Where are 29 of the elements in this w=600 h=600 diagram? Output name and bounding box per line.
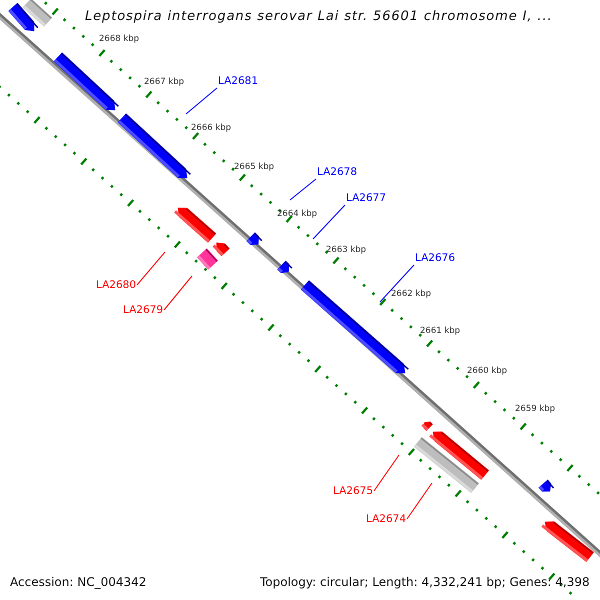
gene-label: LA2681 (218, 75, 258, 88)
scale-label: 2659 kbp (515, 404, 556, 414)
scale-label: 2661 kbp (420, 326, 460, 336)
map-title: Leptospira interrogans serovar Lai str. 56601 chromosome I, ... (85, 9, 553, 24)
gene-label: LA2676 (415, 252, 455, 265)
gene-label: LA2680 (96, 279, 136, 292)
leader-line (406, 482, 432, 520)
leader-line (312, 204, 346, 240)
scale-label: 2662 kbp (391, 289, 432, 299)
accession-text: Accession: NC_004342 (10, 575, 146, 589)
leader-line (136, 252, 166, 286)
scale-label: 2666 kbp (191, 123, 232, 133)
scale-label: 2660 kbp (467, 366, 508, 376)
scale-label: 2667 kbp (144, 77, 184, 87)
leader-line (374, 454, 400, 492)
gene-label: LA2675 (333, 485, 373, 498)
gene-label: LA2677 (346, 192, 386, 205)
gene-label: LA2678 (317, 166, 357, 179)
scale-label: 2665 kbp (234, 162, 274, 172)
leader-line (164, 276, 192, 310)
scale-label: 2663 kbp (326, 245, 366, 255)
leader-line (380, 264, 414, 302)
gene-label: LA2674 (366, 513, 406, 526)
genome-summary-text: Topology: circular; Length: 4,332,241 bp; Genes: 4,398 (260, 575, 590, 589)
gene-label: LA2679 (123, 304, 163, 317)
scale-label: 2664 kbp (277, 209, 318, 219)
leader-line (186, 88, 218, 114)
scale-label: 2668 kbp (99, 34, 140, 44)
leader-line (290, 178, 316, 200)
